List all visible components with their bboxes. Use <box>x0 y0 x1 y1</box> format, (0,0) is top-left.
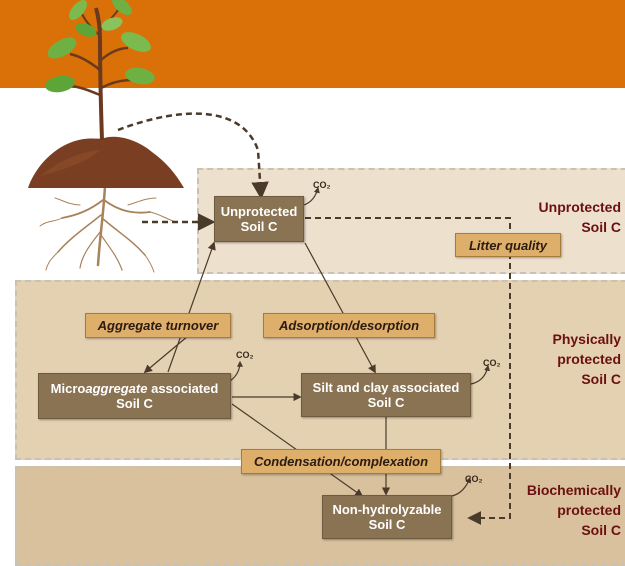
plant-icon <box>45 0 155 141</box>
node-silt-clay-soil-c: Silt and clay associated Soil C <box>301 373 471 417</box>
node-microaggregate-soil-c: Microaggregate associated Soil C <box>38 373 231 419</box>
zone-physically-protected <box>15 280 625 460</box>
zone-biochemically-protected <box>15 466 625 566</box>
node-unprotected-soil-c: Unprotected Soil C <box>214 196 304 242</box>
zone-label-physically-protected: Physically protected Soil C <box>552 331 622 387</box>
co2-label-silt-clay: CO₂ <box>483 358 501 368</box>
soil-mound-icon <box>28 136 184 188</box>
node-nonhydrolyzable-soil-c: Non-hydrolyzable Soil C <box>322 495 452 539</box>
co2-label-microaggregate: CO₂ <box>236 350 254 360</box>
process-condensation-complexation: Condensation/complexation <box>241 449 441 474</box>
co2-label-unprotected: CO₂ <box>313 180 331 190</box>
zone-label-biochemically-protected: Biochemically protected Soil C <box>526 482 621 538</box>
process-adsorption-desorption: Adsorption/desorption <box>263 313 435 338</box>
co2-label-nonhydrolyzable: CO₂ <box>465 474 483 484</box>
header-bar <box>0 0 625 88</box>
process-aggregate-turnover: Aggregate turnover <box>85 313 231 338</box>
zone-label-unprotected: Unprotected Soil C <box>538 199 621 235</box>
process-litter-quality: Litter quality <box>455 233 561 257</box>
root-system-icon <box>39 183 177 273</box>
